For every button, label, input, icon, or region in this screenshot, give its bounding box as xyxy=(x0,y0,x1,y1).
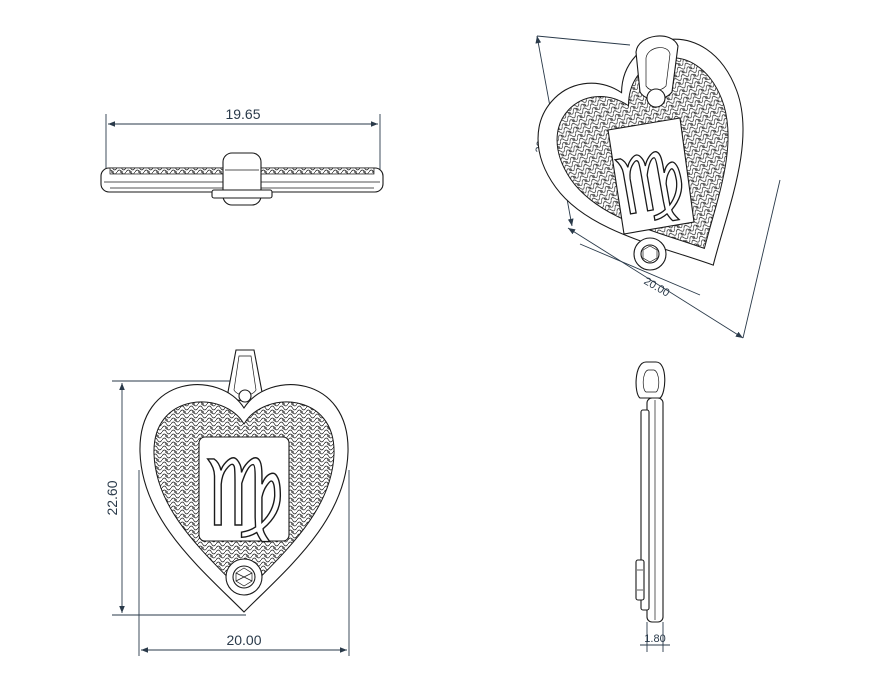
front-symbol-plaque xyxy=(198,436,290,542)
iso-symbol-plaque xyxy=(607,117,695,235)
front-stone xyxy=(232,565,256,589)
iso-depth-dimension-line xyxy=(567,227,744,339)
front-virgo-symbol: ♍ xyxy=(203,440,285,547)
side-bail-inner xyxy=(642,369,660,393)
iso-ext-right xyxy=(742,179,781,339)
side-bail xyxy=(635,361,666,399)
iso-virgo-symbol: ♍ xyxy=(608,134,693,235)
side-thickness-label: 1.80 xyxy=(644,633,665,645)
iso-ext-bottom xyxy=(579,243,701,296)
iso-stone xyxy=(640,244,660,264)
side-view: 1.80 xyxy=(635,361,670,652)
side-stone-setting xyxy=(635,559,645,601)
iso-stone-bezel xyxy=(633,237,667,271)
iso-ext-top xyxy=(536,35,631,46)
front-bail-ring xyxy=(238,389,252,403)
isometric-view: 22.60 20.00 ♍ xyxy=(534,35,781,339)
iso-depth-label: 20.00 xyxy=(642,275,672,299)
front-height-label: 22.60 xyxy=(104,480,120,515)
iso-bail xyxy=(635,35,679,108)
top-view: 19.65 xyxy=(100,106,384,206)
front-view: 22.60 20.00 ♍ xyxy=(104,349,350,656)
front-width-label: 20.00 xyxy=(226,632,261,648)
front-stone-facets xyxy=(235,567,253,587)
top-width-label: 19.65 xyxy=(225,106,260,122)
iso-stone-facets xyxy=(642,245,658,263)
top-stone-setting xyxy=(211,189,273,199)
